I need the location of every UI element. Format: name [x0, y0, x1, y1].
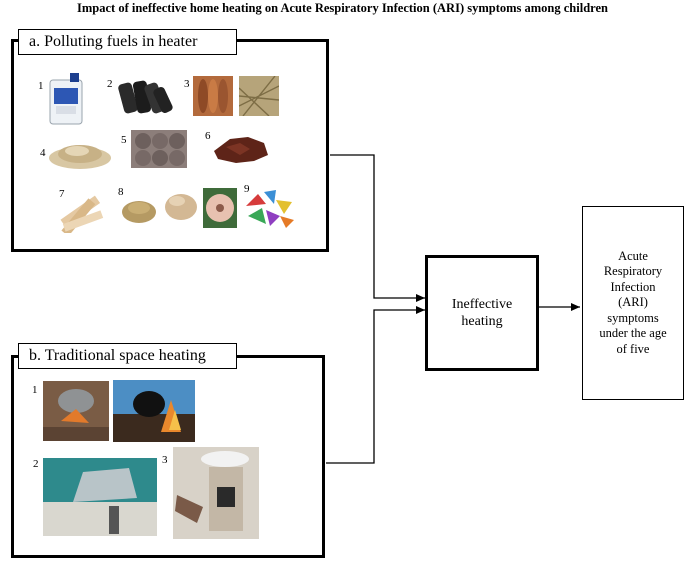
- briquette-image: [131, 130, 187, 168]
- open-fire-cauldron-image: [113, 380, 195, 442]
- dried-dung-image: [214, 137, 268, 163]
- fuel-number-3: 3: [184, 78, 190, 90]
- node-ineffective-heating: Ineffective heating: [425, 255, 539, 371]
- fuel-number-2: 2: [107, 78, 113, 90]
- pellets-image: [122, 201, 156, 223]
- fuel-number-7: 7: [59, 188, 65, 200]
- heating-number-2: 2: [33, 458, 39, 470]
- indoor-heater-image: [43, 458, 157, 536]
- fuel-number-1: 1: [38, 80, 44, 92]
- clay-stove-image: [173, 447, 259, 539]
- heating-number-3: 3: [162, 454, 168, 466]
- figure-title: Impact of ineffective home heating on Ac…: [77, 1, 608, 15]
- label-polluting-fuels: a. Polluting fuels in heater: [18, 29, 237, 55]
- corncob-image: [193, 76, 233, 116]
- fuel-number-6: 6: [205, 130, 211, 142]
- open-fire-pot-image: [43, 381, 109, 441]
- label-traditional-heating: b. Traditional space heating: [18, 343, 237, 369]
- dung-cake-image: [203, 188, 237, 228]
- arrow-fuels-to-heating: [330, 154, 425, 302]
- fuel-number-5: 5: [121, 134, 127, 146]
- sawdust-image: [49, 145, 111, 169]
- charcoal-image: [118, 80, 173, 114]
- fuel-number-9: 9: [244, 183, 250, 195]
- fuel-number-8: 8: [118, 186, 124, 198]
- kerosene-can-image: [49, 73, 83, 125]
- node-ari-symptoms: Acute Respiratory Infection (ARI) sympto…: [582, 206, 684, 400]
- fuel-number-4: 4: [40, 147, 46, 159]
- heating-number-1: 1: [32, 384, 38, 396]
- arrow-space-heating-to-heating: [326, 306, 425, 464]
- straw-image: [239, 76, 279, 116]
- firewood-image: [60, 195, 104, 233]
- waste-image: [246, 190, 294, 228]
- wood-chips-image: [165, 194, 197, 220]
